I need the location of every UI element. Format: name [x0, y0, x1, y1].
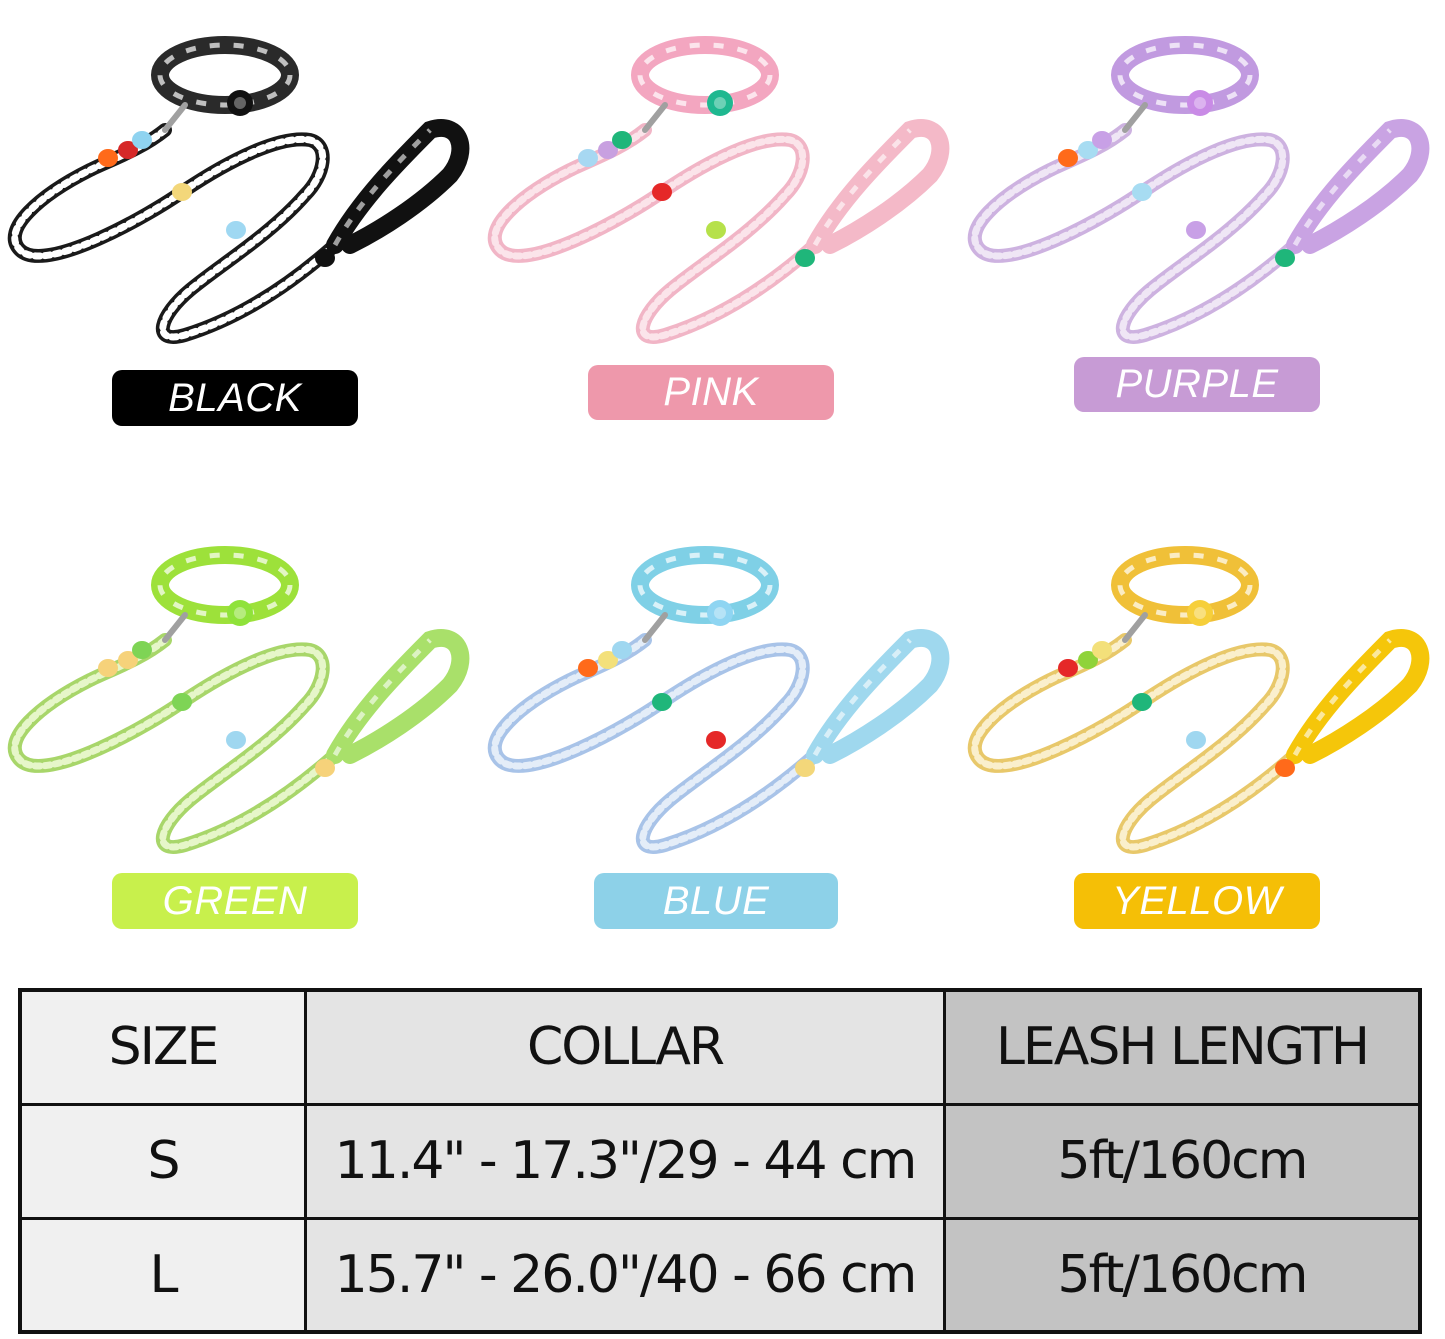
product-green — [0, 510, 480, 860]
table-header-row: SIZE COLLAR LEASH LENGTH — [18, 988, 1422, 1106]
color-label-green[interactable]: GREEN — [112, 873, 358, 929]
color-label-yellow[interactable]: YELLOW — [1074, 873, 1320, 929]
leash-collar-pink-icon — [487, 36, 950, 344]
leash-collar-green-icon — [7, 546, 470, 854]
header-size: SIZE — [18, 988, 307, 1106]
leash-collar-yellow-icon — [967, 546, 1430, 854]
cell-leash-length: 5ft/160cm — [943, 1102, 1422, 1220]
leash-collar-blue-icon — [487, 546, 950, 854]
cell-size: S — [18, 1102, 307, 1220]
cell-size: L — [18, 1216, 307, 1334]
size-chart-table: SIZE COLLAR LEASH LENGTH S 11.4" - 17.3"… — [18, 988, 1422, 1334]
product-blue — [480, 510, 970, 860]
color-label-black[interactable]: BLACK — [112, 370, 358, 426]
product-black — [0, 0, 480, 350]
color-label-blue[interactable]: BLUE — [594, 873, 838, 929]
product-purple — [960, 0, 1445, 350]
leash-collar-purple-icon — [967, 36, 1430, 344]
table-row: S 11.4" - 17.3"/29 - 44 cm 5ft/160cm — [18, 1102, 1422, 1220]
cell-leash-length: 5ft/160cm — [943, 1216, 1422, 1334]
leash-collar-black-icon — [7, 36, 470, 344]
cell-collar: 11.4" - 17.3"/29 - 44 cm — [304, 1102, 946, 1220]
header-collar: COLLAR — [304, 988, 946, 1106]
color-label-pink[interactable]: PINK — [588, 365, 834, 420]
header-leash-length: LEASH LENGTH — [943, 988, 1422, 1106]
table-row: L 15.7" - 26.0"/40 - 66 cm 5ft/160cm — [18, 1216, 1422, 1334]
product-yellow — [960, 510, 1445, 860]
cell-collar: 15.7" - 26.0"/40 - 66 cm — [304, 1216, 946, 1334]
product-pink — [480, 0, 970, 350]
color-label-purple[interactable]: PURPLE — [1074, 357, 1320, 412]
